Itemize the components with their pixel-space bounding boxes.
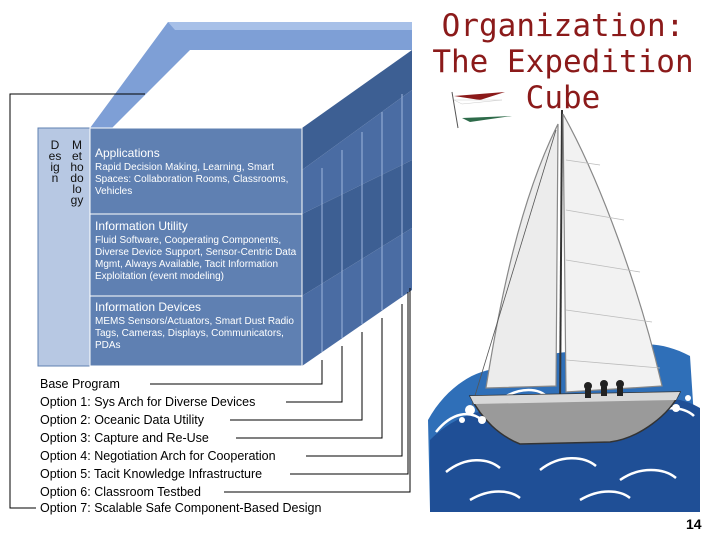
title-line-2: The Expedition xyxy=(432,44,694,80)
sailboat-illustration xyxy=(428,109,700,512)
cube-side-block xyxy=(302,160,412,296)
layer-panel-applications xyxy=(89,127,303,215)
option-item: Option 4: Negotiation Arch for Cooperati… xyxy=(40,449,276,463)
design-vertical-label: Design xyxy=(48,138,62,185)
layer-body: MEMS Sensors/Actuators, Smart Dust Radio… xyxy=(95,316,294,351)
layer-applications: Applications Rapid Decision Making, Lear… xyxy=(90,142,302,198)
title-line-1: Organization: xyxy=(441,8,685,44)
cube-side-block xyxy=(302,90,412,214)
cube-side-block xyxy=(302,228,412,366)
layer-panel-information-devices xyxy=(89,295,303,367)
cube-top-edge xyxy=(168,22,412,30)
pennant-flags-icon xyxy=(451,91,512,129)
layer-body: Rapid Decision Making, Learning, Smart S… xyxy=(95,162,289,197)
cube-side-block xyxy=(302,50,412,170)
cube-left-column xyxy=(37,127,91,367)
layer-information-devices: Information Devices MEMS Sensors/Actuato… xyxy=(90,296,302,352)
cube-top-face xyxy=(90,22,412,128)
title-line-3: Cube xyxy=(525,80,601,116)
option-item: Option 3: Capture and Re-Use xyxy=(40,431,209,445)
option-item: Option 2: Oceanic Data Utility xyxy=(40,413,204,427)
layer-panel-information-utility xyxy=(89,213,303,297)
option-item: Option 6: Classroom Testbed xyxy=(40,485,201,499)
page-number: 14 xyxy=(686,516,702,532)
methodology-vertical-label: Methodology xyxy=(70,138,84,207)
layer-header: Information Utility xyxy=(95,219,188,233)
layer-body: Fluid Software, Cooperating Components, … xyxy=(95,235,297,282)
layer-header: Information Devices xyxy=(95,300,202,314)
option-item: Option 5: Tacit Knowledge Infrastructure xyxy=(40,467,263,481)
layer-information-utility: Information Utility Fluid Software, Coop… xyxy=(90,215,302,283)
layer-header: Applications xyxy=(95,146,160,160)
option-item: Option 1: Sys Arch for Diverse Devices xyxy=(40,395,256,409)
slide-title: Organization: The Expedition Cube xyxy=(418,8,708,116)
option-item: Base Program xyxy=(40,377,120,391)
option-item: Option 7: Scalable Safe Component-Based … xyxy=(40,501,322,515)
connector-lines xyxy=(9,93,411,509)
